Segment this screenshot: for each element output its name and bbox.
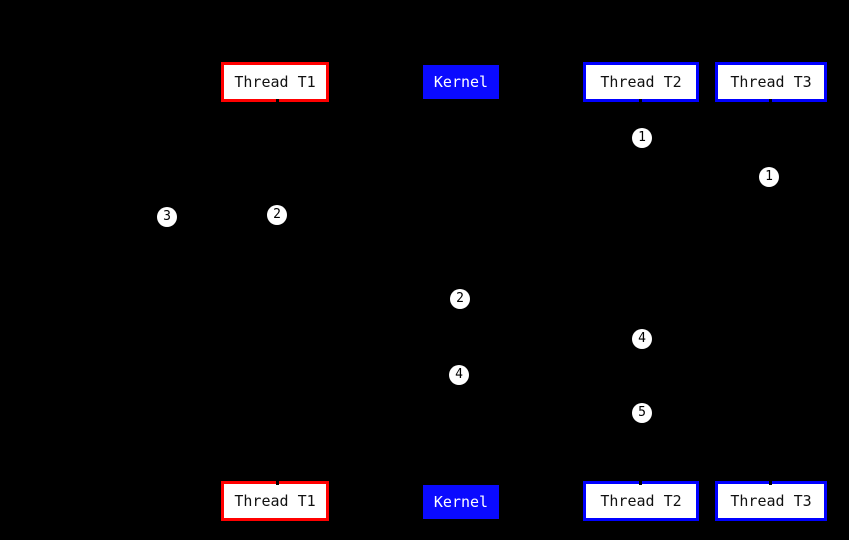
marker-label: 2	[273, 207, 281, 222]
sequence-number-marker-3-left: 3	[157, 207, 177, 227]
entity-label-thread-t3-top: Thread T3	[730, 73, 812, 91]
entity-label-thread-t2-bottom: Thread T2	[600, 492, 682, 510]
entity-box-thread-t1-top: Thread T1	[221, 62, 329, 102]
entity-label-thread-t3-bottom: Thread T3	[730, 492, 812, 510]
entity-label-thread-t2-top: Thread T2	[600, 73, 682, 91]
marker-label: 4	[638, 331, 646, 346]
marker-label: 4	[455, 367, 463, 382]
entity-label-kernel-bottom: Kernel	[433, 493, 489, 511]
sequence-number-marker-1-t2: 1	[632, 128, 652, 148]
sequence-number-marker-2-kernel: 2	[450, 289, 470, 309]
sequence-number-marker-4-t2: 4	[632, 329, 652, 349]
marker-label: 3	[163, 209, 171, 224]
lifeline-thread-t2	[639, 99, 642, 485]
lifeline-thread-t1	[276, 99, 279, 485]
entity-box-kernel-bottom: Kernel	[423, 485, 499, 519]
marker-label: 5	[638, 405, 646, 420]
entity-label-thread-t1-bottom: Thread T1	[234, 492, 316, 510]
sequence-number-marker-5-t2: 5	[632, 403, 652, 423]
entity-label-thread-t1-top: Thread T1	[234, 73, 316, 91]
entity-box-thread-t3-top: Thread T3	[715, 62, 827, 102]
marker-label: 1	[638, 130, 646, 145]
sequence-number-marker-1-t3: 1	[759, 167, 779, 187]
entity-box-thread-t2-bottom: Thread T2	[583, 481, 699, 521]
marker-label: 1	[765, 169, 773, 184]
entity-box-thread-t3-bottom: Thread T3	[715, 481, 827, 521]
entity-box-kernel-top: Kernel	[423, 65, 499, 99]
entity-box-thread-t1-bottom: Thread T1	[221, 481, 329, 521]
sequence-number-marker-4-kernel: 4	[449, 365, 469, 385]
marker-label: 2	[456, 291, 464, 306]
entity-box-thread-t2-top: Thread T2	[583, 62, 699, 102]
entity-label-kernel-top: Kernel	[433, 73, 489, 91]
lifeline-thread-t3	[769, 99, 772, 485]
sequence-number-marker-2-t1: 2	[267, 205, 287, 225]
